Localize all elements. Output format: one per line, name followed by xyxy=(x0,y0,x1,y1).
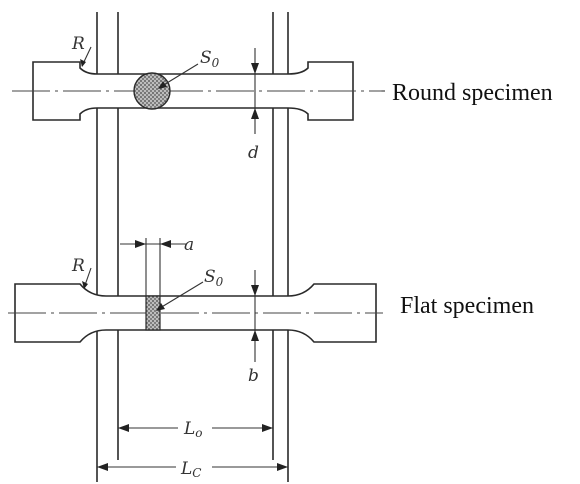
area-label-flat: S0 xyxy=(204,267,224,289)
area-label-round: S0 xyxy=(200,48,220,70)
area-leader-flat xyxy=(159,281,204,309)
thickness-label: a xyxy=(184,235,194,255)
diameter-label: d xyxy=(248,143,259,163)
flat-cross-section xyxy=(145,295,161,331)
area-leader-round xyxy=(161,63,199,87)
round-specimen: R S0 d Round specimen xyxy=(12,34,553,163)
gauge-length-dimension: Lo xyxy=(118,418,273,440)
parallel-length-dimension: LC xyxy=(97,457,288,480)
round-cross-section xyxy=(133,72,171,110)
parallel-length-label: LC xyxy=(180,459,201,480)
flat-specimen-caption: Flat specimen xyxy=(400,293,534,319)
round-specimen-caption: Round specimen xyxy=(392,80,553,106)
flat-specimen: a R S0 b Flat specimen xyxy=(8,235,534,386)
gauge-length-label: Lo xyxy=(183,419,203,440)
width-label: b xyxy=(248,366,259,386)
radius-label-flat: R xyxy=(71,256,85,276)
radius-label-round: R xyxy=(71,34,85,54)
